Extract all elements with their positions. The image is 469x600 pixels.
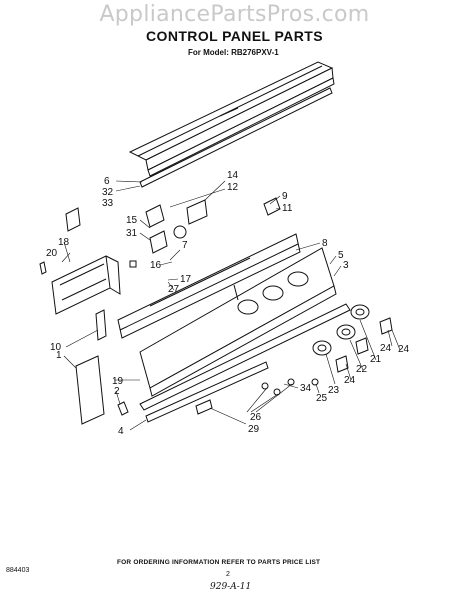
end-cap-part xyxy=(75,355,105,425)
knob-insert-part xyxy=(355,337,369,355)
front-panel-part xyxy=(139,247,337,397)
callout-6: 6 xyxy=(104,176,110,187)
callout-17: 17 xyxy=(180,274,192,285)
callout-14: 14 xyxy=(227,170,239,181)
knob-part xyxy=(312,340,332,356)
screw-part xyxy=(287,378,295,386)
callout-27: 27 xyxy=(168,284,180,295)
callout-5: 5 xyxy=(338,250,344,261)
callout-10: 10 xyxy=(50,342,62,353)
callout-19: 19 xyxy=(112,376,124,387)
top-trim-part xyxy=(128,61,335,177)
callout-20: 20 xyxy=(46,248,58,259)
callout-2: 2 xyxy=(114,386,120,397)
clock-module-part xyxy=(51,255,121,315)
callout-8: 8 xyxy=(322,238,328,249)
callout-23: 23 xyxy=(328,385,340,396)
callout-12: 12 xyxy=(227,182,239,193)
lower-rail-part xyxy=(139,303,351,411)
document-id: 884403 xyxy=(6,567,30,574)
knob-insert-part xyxy=(335,355,349,373)
callout-3: 3 xyxy=(343,260,349,271)
ordering-note: FOR ORDERING INFORMATION REFER TO PARTS … xyxy=(117,559,321,566)
callout-11: 11 xyxy=(282,203,293,214)
trim-strip-part xyxy=(139,87,333,188)
callout-31: 31 xyxy=(126,228,138,239)
callout-29: 29 xyxy=(248,424,260,435)
watermark: AppliancePartsPros.com xyxy=(99,2,370,27)
callout-24: 24 xyxy=(344,375,356,386)
model-subtitle: For Model: RB276PXV-1 xyxy=(188,48,279,57)
callout-25: 25 xyxy=(316,393,328,404)
screw-part xyxy=(261,382,269,390)
switch-bracket-part xyxy=(145,204,165,228)
callout-26: 26 xyxy=(250,412,262,423)
callout-15: 15 xyxy=(126,215,138,226)
page-title: CONTROL PANEL PARTS xyxy=(146,28,323,44)
callout-24: 24 xyxy=(380,343,392,354)
back-panel-part xyxy=(117,233,301,339)
knob-insert-part xyxy=(379,317,393,335)
thermostat-part xyxy=(173,225,187,239)
callout-16: 16 xyxy=(150,260,162,271)
callout-21: 21 xyxy=(370,354,382,365)
callout-18: 18 xyxy=(58,237,70,248)
callout-32: 32 xyxy=(102,187,114,198)
callout-1: 1 xyxy=(56,350,62,361)
callout-33: 33 xyxy=(102,198,114,209)
knob-part xyxy=(336,324,356,340)
callout-34: 34 xyxy=(300,383,312,394)
page-number: 2 xyxy=(226,571,230,578)
callout-24: 24 xyxy=(398,344,410,355)
callout-labels: 6323314129111531716172718208531011924342… xyxy=(46,170,410,437)
clip-part xyxy=(65,207,81,232)
callout-7: 7 xyxy=(182,240,188,251)
handwritten-note: 929-A-11 xyxy=(210,582,252,592)
callout-9: 9 xyxy=(282,191,288,202)
cap-part xyxy=(263,197,281,216)
bottom-trim-part xyxy=(145,361,269,423)
knob-part xyxy=(350,304,370,320)
callout-4: 4 xyxy=(118,426,124,437)
callout-22: 22 xyxy=(356,364,368,375)
